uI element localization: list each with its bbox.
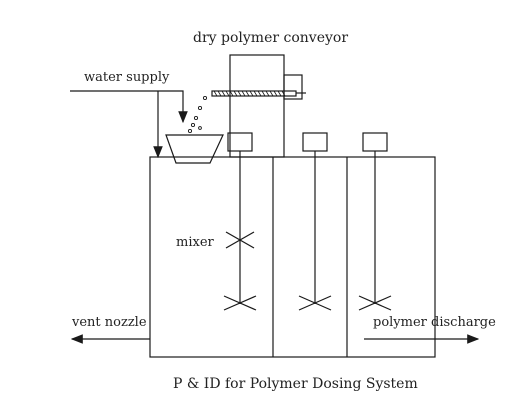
water-supply-line [70,90,188,124]
mixer-motor-3 [362,132,388,152]
water-supply-label: water supply [84,70,170,85]
mixer-label: mixer [176,235,215,250]
mixer-motor-2 [302,132,328,152]
conveyor-motor [283,74,303,100]
impeller-1-lower [223,295,257,311]
mixer-motor-1 [227,132,253,152]
conveyor-label: dry polymer conveyor [193,30,348,46]
mixing-hopper [165,134,224,164]
impeller-3 [358,295,392,311]
impeller-2 [298,295,332,311]
polymer-particles [187,95,208,134]
diagram-title: P & ID for Polymer Dosing System [173,376,418,392]
vent-nozzle-label: vent nozzle [71,315,147,330]
conveyor-housing [229,54,285,158]
tank-outline [149,156,436,358]
polymer-discharge-label: polymer discharge [373,315,496,330]
screw-thread [213,90,286,97]
impeller-1-upper [225,231,255,249]
